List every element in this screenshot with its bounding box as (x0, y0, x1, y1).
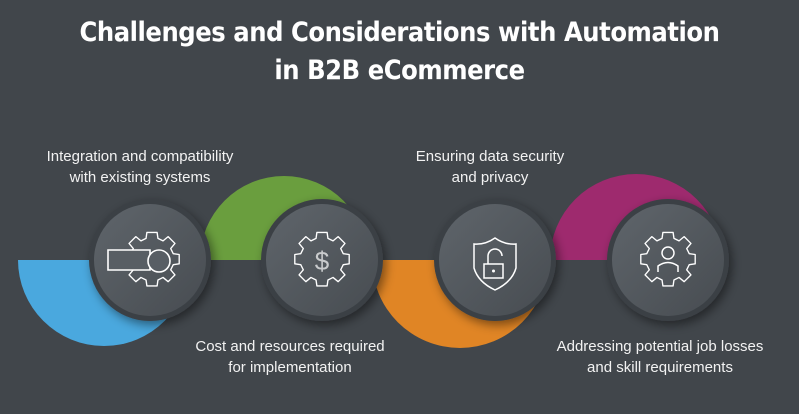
label-line: Cost and resources required (195, 338, 385, 355)
label-security: Ensuring data security and privacy (380, 146, 600, 188)
label-integration: Integration and compatibility with exist… (10, 146, 270, 188)
label-line: Ensuring data security (415, 148, 565, 165)
gear-arrow-icon (89, 199, 211, 321)
title-line-2: in B2B eCommerce (274, 55, 525, 86)
label-line: with existing systems (69, 169, 211, 186)
shield-lock-icon (434, 199, 556, 321)
gear-person-icon (607, 199, 729, 321)
label-line: for implementation (228, 359, 352, 376)
label-job-losses: Addressing potential job losses and skil… (530, 336, 790, 378)
label-line: and skill requirements (587, 359, 733, 376)
label-cost: Cost and resources required for implemen… (180, 336, 400, 378)
label-line: and privacy (451, 169, 529, 186)
label-line: Addressing potential job losses (556, 338, 764, 355)
svg-text:$: $ (315, 246, 330, 276)
label-line: Integration and compatibility (46, 148, 234, 165)
gear-dollar-icon: $ (261, 199, 383, 321)
title-line-1: Challenges and Considerations with Autom… (79, 17, 720, 48)
page-title: Challenges and Considerations with Autom… (40, 14, 759, 90)
